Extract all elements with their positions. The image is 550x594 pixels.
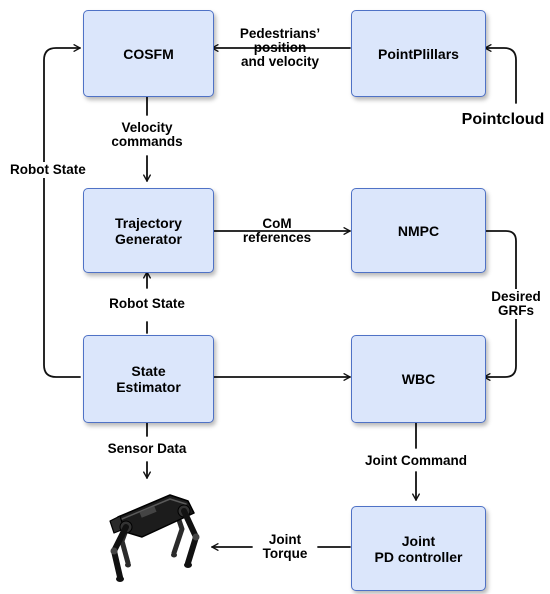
- label-pointcloud: Pointcloud: [461, 111, 545, 128]
- label-robot-state-left: Robot State: [8, 162, 88, 178]
- trajectory-generator-box: Trajectory Generator: [83, 188, 214, 273]
- label-robot-state-mid: Robot State: [109, 296, 185, 311]
- state-estimator-box: State Estimator: [83, 335, 214, 423]
- label-pedestrians: Pedestrians’ position and velocity: [239, 26, 321, 69]
- cosfm-box: COSFM: [83, 10, 214, 97]
- pd-controller-box: Joint PD controller: [351, 506, 486, 591]
- wbc-box: WBC: [351, 335, 486, 423]
- label-sensor-data: Sensor Data: [107, 441, 187, 456]
- edge-estimator-to-cosfm: [43, 44, 81, 378]
- quadruped-robot-icon: [109, 494, 200, 582]
- label-desired-grfs: Desired GRFs: [489, 289, 543, 319]
- label-velocity-commands: Velocity commands: [111, 120, 183, 149]
- edge-pointcloud-to-pointpillars: [484, 44, 517, 104]
- label-joint-command: Joint Command: [364, 453, 468, 468]
- label-joint-torque: Joint Torque: [262, 532, 308, 561]
- pointpillars-box: PointPlillars: [351, 10, 486, 97]
- label-com-references: CoM references: [242, 216, 312, 245]
- nmpc-box: NMPC: [351, 188, 486, 273]
